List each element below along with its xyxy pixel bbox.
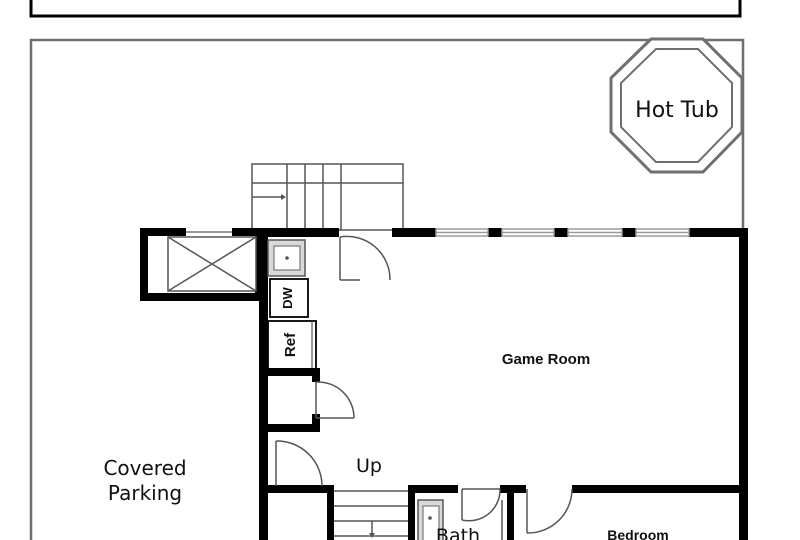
bath-door — [461, 488, 503, 540]
interior-stairs — [334, 490, 408, 538]
deck-outline — [29, 38, 745, 540]
hot-tub: Hot Tub — [609, 37, 744, 174]
storage-closet — [140, 228, 263, 301]
bath-sink — [417, 499, 444, 540]
hot-tub-label: Hot Tub — [635, 98, 719, 123]
refrigerator-label: Ref — [282, 332, 299, 357]
room-label-bedroom: Bedroom — [607, 527, 668, 540]
dishwasher: DW — [269, 278, 309, 318]
refrigerator: Ref — [267, 320, 317, 370]
bedroom-door — [526, 488, 573, 534]
area-label-covered-parking-2: Parking — [108, 481, 182, 505]
stair-arrow-icon — [281, 194, 286, 200]
sink — [267, 239, 306, 277]
room-label-bath: Bath — [436, 525, 480, 540]
room-label-game-room: Game Room — [502, 351, 590, 368]
entry-door — [339, 235, 391, 281]
dishwasher-label: DW — [280, 286, 295, 308]
exterior-walls — [259, 228, 748, 540]
closet-door — [315, 381, 355, 419]
stairs-down-arrow-icon — [369, 533, 375, 538]
stair-hall-door — [275, 440, 323, 487]
stairs-up-label: Up — [356, 455, 382, 477]
upper-floor-outline — [29, 0, 742, 18]
exterior-stairs — [251, 163, 404, 231]
interior-walls — [264, 368, 742, 540]
area-label-covered-parking-1: Covered — [103, 456, 186, 480]
windows — [435, 228, 690, 237]
